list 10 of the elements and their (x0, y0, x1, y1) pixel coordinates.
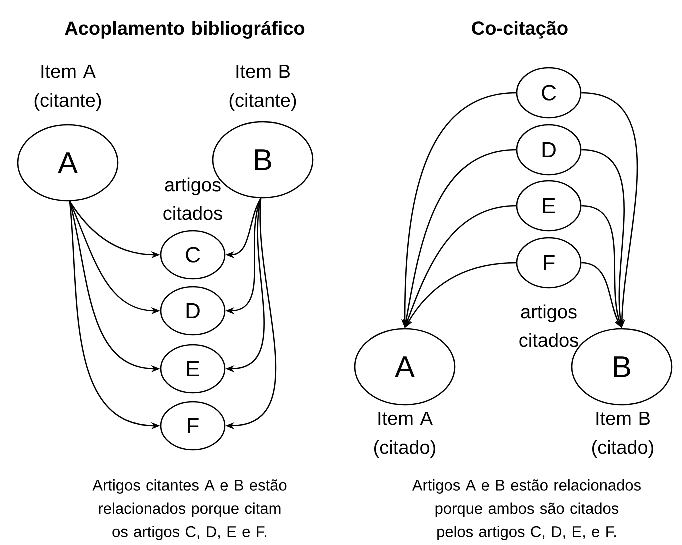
heading: Acoplamento bibliográfico (65, 21, 305, 39)
caption-text: Artigos citantes A e B estão relacionados porque citam os artigos C, D, E e F. (92, 480, 287, 540)
group-label: artigos citados (164, 178, 222, 220)
node-caption: Item A (citado) (374, 412, 436, 458)
group-label: artigos citados (520, 304, 578, 348)
heading: Co-citação (472, 21, 568, 39)
caption-text: Artigos A e B estão relacionados porque ambos são citados pelos artigos C, D, E, e F. (412, 480, 641, 540)
node-caption: Item B (citado) (592, 412, 654, 458)
node-caption: Item A (citante) (34, 65, 102, 111)
node-caption: Item B (citante) (230, 65, 296, 111)
